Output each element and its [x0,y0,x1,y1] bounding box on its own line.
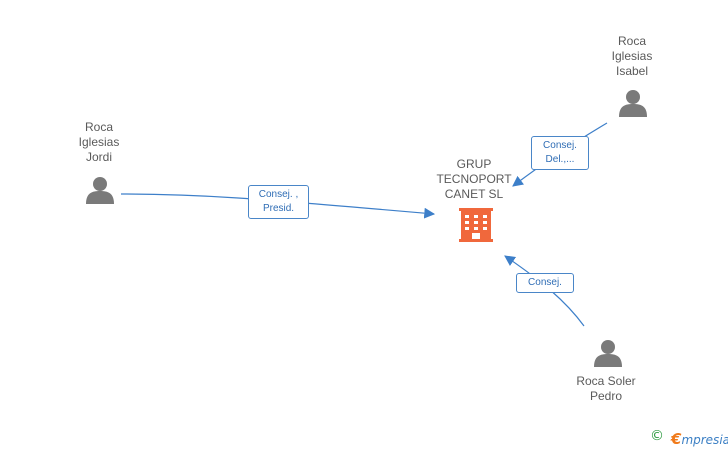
person-label-line: Roca [84,120,113,134]
person-label-line: Jordi [85,150,112,164]
person-label-line: Roca [617,34,646,48]
edge-label-line: Presid. [262,203,295,214]
person-label-line: Isabel [615,64,649,78]
company-label-line: TECNOPORT [436,172,512,186]
empresia-logo: €mpresia [671,430,728,448]
person-label-isabel[interactable]: Roca Iglesias Isabel [590,34,674,79]
empresia-logo-e: € [671,430,682,448]
person-icon-pedro[interactable] [594,340,622,367]
person-label-line: Pedro [589,389,623,403]
edge-label-line: Consej. [528,277,562,288]
edge-label-pedro[interactable]: Consej. [516,273,574,293]
person-label-line: Iglesias [78,135,120,149]
company-label-line: GRUP [456,157,492,171]
empresia-logo-text: mpresia [681,433,728,447]
edge-label-line: Consej. , [258,189,299,200]
edge-jordi-to-company [120,193,436,219]
copyright-symbol: © [650,428,664,444]
building-icon[interactable] [459,208,493,242]
edge-label-line: Consej. [543,140,577,151]
person-icon-jordi[interactable] [86,177,114,204]
person-label-line: Iglesias [611,49,653,63]
company-label[interactable]: GRUP TECNOPORT CANET SL [424,157,524,202]
person-label-jordi[interactable]: Roca Iglesias Jordi [57,120,141,165]
edge-label-jordi[interactable]: Consej. , Presid. [248,185,309,219]
person-label-line: Roca Soler [576,374,636,388]
edge-label-line: Del.,... [545,154,575,165]
person-label-pedro[interactable]: Roca Soler Pedro [560,374,652,404]
company-label-line: CANET SL [444,187,504,201]
person-icon-isabel[interactable] [619,90,647,117]
edge-label-isabel[interactable]: Consej. Del.,... [531,136,589,170]
